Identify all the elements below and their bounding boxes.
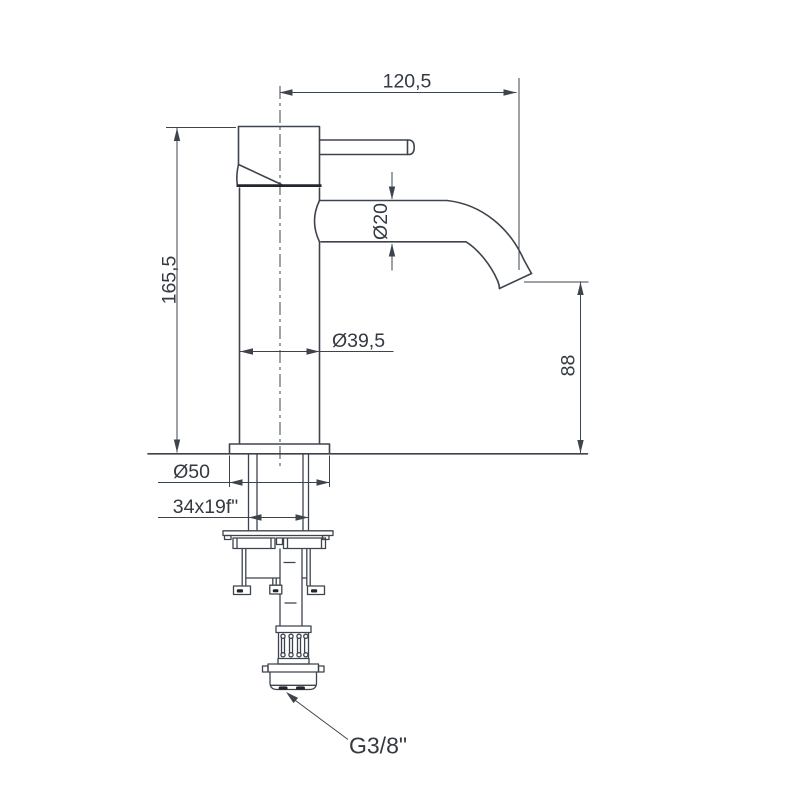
horseshoe-washer [222,530,334,537]
braid-bead [288,652,294,658]
arrow-height-top [173,128,181,141]
dimension-labels-group: 120,5 165,5 Ø20 Ø39,5 88 Ø50 34x19f" G3/… [159,71,580,759]
mounting-nut-left [232,537,276,550]
foot-mark-left [236,589,243,593]
label-reach: 120,5 [383,71,432,93]
fixing-studs [241,548,311,586]
label-spout-diameter: Ø20 [370,203,392,240]
arrow-outlet-bottom [577,440,584,453]
foot-mark-right [311,589,318,593]
connector-flange-tabs [261,665,325,673]
label-height: 165,5 [159,255,181,304]
braid-bead [303,652,309,658]
spout-outlet-cut [498,272,533,290]
braid-bead [296,652,302,658]
cap-left-corner-curve [236,163,240,185]
label-shank-thread: 34x19f" [173,496,239,518]
foot-mark-center [272,589,279,593]
arrow-body-dia-right [306,348,320,355]
ext-lines-base-dia [229,455,330,487]
arrow-shank-left [248,514,262,521]
mounting-nut-right [282,537,327,550]
label-inlet-thread: G3/8" [349,733,407,759]
supply-pipe [279,548,303,626]
braid-bead [296,633,302,640]
arrowheads-group [173,89,584,704]
arrow-spout-dia-bottom [388,243,396,257]
cap-chamfer-line [237,163,283,186]
braided-hose-sides [277,632,310,659]
leader-line-inlet [295,700,349,740]
braid-bottom-band [277,657,310,665]
arrow-outlet-top [577,282,584,295]
cartridge-cap-top-right [237,125,321,185]
under-counter-group [222,453,334,691]
arrow-base-dia-right [316,479,330,486]
dimension-lines-group [158,78,589,740]
braid-bead [303,633,309,640]
spout-body-joint-arc [313,199,321,243]
center-stud [272,578,277,585]
label-body-diameter: Ø39,5 [332,330,385,352]
arrow-spout-dia-top [388,186,396,200]
connector-flange [267,663,320,673]
label-base-diameter: Ø50 [173,461,210,483]
connector-mark-right [296,686,305,690]
hose-collar [275,625,312,634]
braid-bead [288,633,294,640]
connector-nut-body [269,672,318,691]
braided-hose-columns [280,634,306,657]
arrow-shank-right [295,514,309,521]
braid-bead [280,652,286,658]
base-plate [228,443,331,455]
arrow-height-bottom [173,439,181,453]
dark-marks-group [236,589,318,690]
faucet-outline-group [147,125,589,455]
arrow-base-dia-left [229,479,243,486]
arrow-reach-left [279,89,293,96]
arrow-inlet-leader [286,692,299,704]
spout-inner-curve [320,241,501,290]
connector-mark-left [278,686,288,690]
arrow-reach-right [503,89,517,96]
mounting-nut-middle [275,537,284,546]
pipe-shading-ticks [283,561,297,604]
braid-bead [280,633,286,640]
arrow-body-dia-left [240,348,253,355]
label-outlet-height: 88 [558,355,580,377]
handle-lever [318,139,415,156]
spout-outer-curve [318,199,533,275]
threaded-shank [247,453,310,531]
